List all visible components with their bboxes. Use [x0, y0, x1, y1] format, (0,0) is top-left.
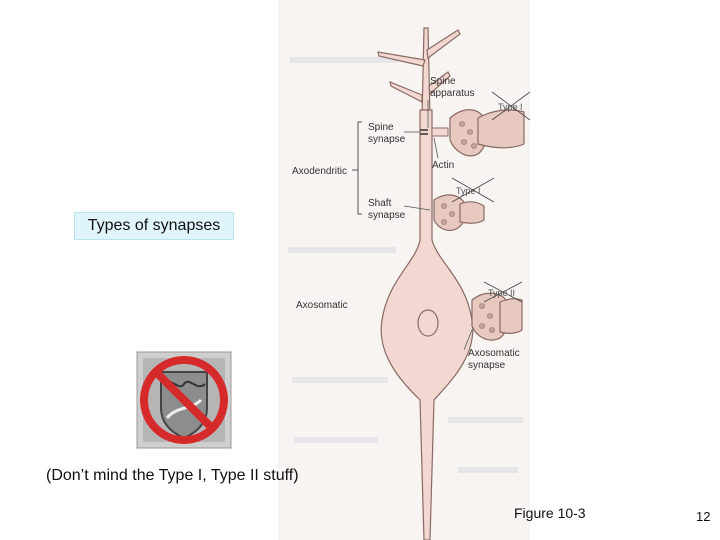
label-actin: Actin: [432, 160, 454, 171]
label-spine-synapse-2: synapse: [368, 134, 406, 145]
label-type-ii: Type II: [488, 288, 515, 298]
nucleus: [417, 309, 439, 337]
axodendritic-bracket: [357, 121, 362, 215]
dendritic-spine: [431, 127, 449, 137]
label-spine-apparatus-2: apparatus: [430, 88, 474, 99]
axosomatic-synapse-terminal: [471, 292, 523, 341]
label-shaft-synapse-2: synapse: [368, 210, 406, 221]
no-entry-sign-over-stamp-icon: [133, 348, 235, 452]
label-spine-synapse-1: Spine: [368, 122, 394, 133]
page-number: 12: [696, 509, 711, 524]
neuron-diagram: Spine apparatus Type I Spine synapse Act…: [288, 27, 530, 540]
type-note: (Don’t mind the Type I, Type II stuff): [46, 467, 299, 484]
neuron-synapse-figure: Spine apparatus Type I Spine synapse Act…: [278, 0, 530, 540]
label-spine-apparatus-1: Spine: [430, 76, 456, 87]
spine-synapse-terminal: [449, 109, 525, 157]
types-of-synapses-callout: Types of synapses: [74, 212, 234, 240]
background-texture: [288, 57, 523, 473]
label-axosomatic: Axosomatic: [296, 300, 348, 311]
label-type-i-top: Type I: [498, 102, 523, 112]
label-axosomatic-synapse-2: synapse: [468, 360, 506, 371]
dendrite-branches: [377, 27, 461, 119]
shaft-synapse-terminal: [433, 194, 485, 232]
label-shaft-synapse-1: Shaft: [368, 198, 392, 209]
figure-caption: Figure 10-3: [514, 505, 586, 521]
label-axodendritic: Axodendritic: [292, 166, 347, 177]
label-pointers: [403, 100, 473, 351]
label-axosomatic-synapse-1: Axosomatic: [468, 348, 520, 359]
label-type-i-mid: Type I: [456, 186, 481, 196]
type-label-strikes: [451, 91, 530, 303]
